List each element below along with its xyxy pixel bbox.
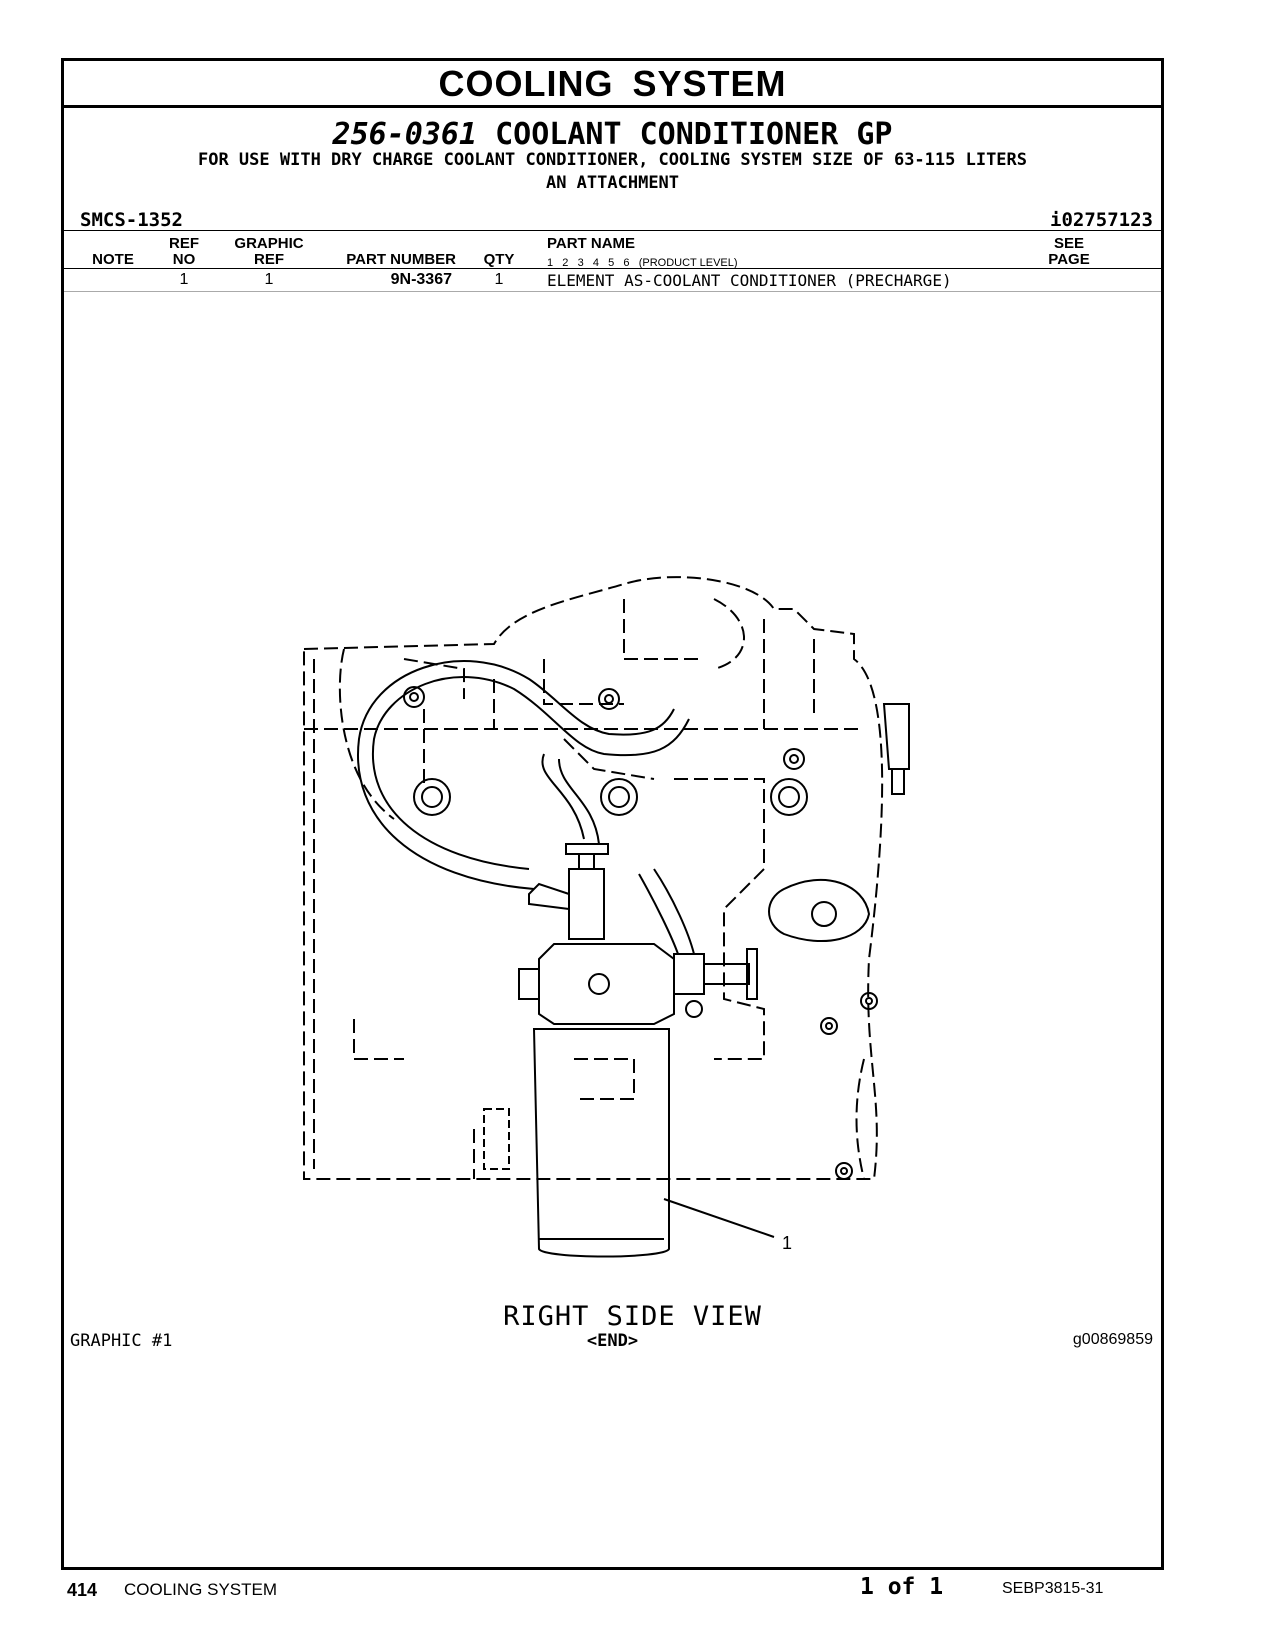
col-graphic-top: GRAPHIC (234, 235, 304, 252)
part-group-number: 256-0361 (332, 117, 478, 152)
graphic-label: GRAPHIC #1 (70, 1331, 173, 1351)
row-graphic-ref: 1 (264, 271, 274, 288)
col-part-name: PART NAME (547, 235, 636, 252)
col-part-number: PART NUMBER (346, 251, 456, 268)
publication-number: SEBP3815-31 (1002, 1580, 1104, 1597)
callout-1: 1 (782, 1233, 792, 1253)
part-group-title: 256-0361 COOLANT CONDITIONER GP (64, 117, 1161, 152)
graphic-id: g00869859 (1072, 1331, 1153, 1348)
part-group-name: COOLANT CONDITIONER GP (495, 117, 893, 152)
subtitle-line-1: FOR USE WITH DRY CHARGE COOLANT CONDITIO… (197, 150, 1028, 170)
end-marker: <END> (586, 1331, 639, 1351)
col-note: NOTE (92, 251, 134, 268)
row-part-number: 9N-3367 (390, 271, 452, 288)
col-graphic-bottom: REF (254, 251, 284, 268)
view-label: RIGHT SIDE VIEW (503, 1301, 762, 1332)
row-ref-no: 1 (179, 271, 189, 288)
row-qty: 1 (494, 271, 504, 288)
table-header-rule (64, 268, 1161, 269)
section-banner: COOLING SYSTEM (64, 61, 1161, 108)
smcs-code: SMCS-1352 (80, 209, 183, 231)
document-id: i02757123 (1050, 209, 1153, 231)
subtitle-line-2: AN ATTACHMENT (545, 173, 680, 193)
page-number: 414 (67, 1580, 98, 1600)
col-qty: QTY (483, 251, 515, 268)
page-frame: COOLING SYSTEM 256-0361 COOLANT CONDITIO… (61, 58, 1164, 1570)
col-ref-bottom: NO (172, 251, 196, 268)
page-of: 1 of 1 (860, 1574, 944, 1600)
col-ref-top: REF (169, 235, 199, 252)
coolant-conditioner-illustration: 1 (303, 576, 910, 1258)
table-row-rule (64, 291, 1161, 292)
footer-section: COOLING SYSTEM (124, 1580, 278, 1599)
row-part-name: ELEMENT AS-COOLANT CONDITIONER (PRECHARG… (547, 271, 952, 290)
col-product-levels: 1 2 3 4 5 6 (PRODUCT LEVEL) (547, 257, 738, 269)
table-top-rule (64, 230, 1161, 231)
col-see-top: SEE (1053, 235, 1084, 252)
col-see-bottom: PAGE (1048, 251, 1090, 268)
